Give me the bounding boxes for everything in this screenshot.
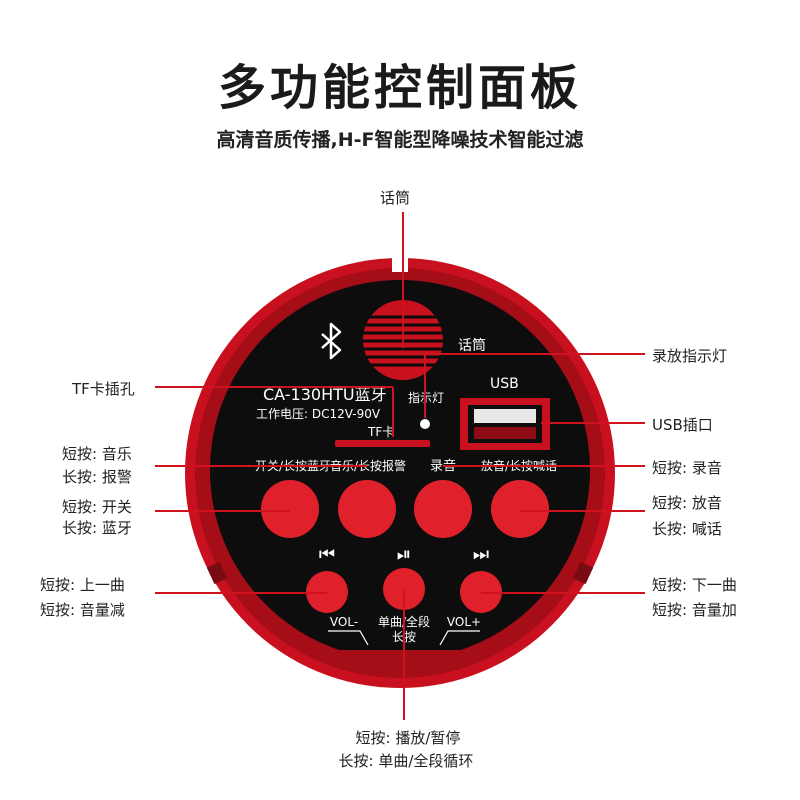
previous-icon: ⏮	[319, 544, 335, 565]
bracket-lines	[328, 630, 480, 646]
callout-play-short: 短按: 放音	[652, 494, 722, 512]
bluetooth-icon	[321, 322, 342, 360]
rim-notch-right	[572, 561, 594, 585]
rim-notch-top	[392, 258, 408, 272]
callout-record-indicator: 录放指示灯	[652, 347, 728, 365]
playback-talk-button[interactable]	[491, 480, 549, 538]
callout-record-short: 短按: 录音	[652, 459, 722, 477]
vol-plus-label: VOL+	[447, 615, 481, 629]
callout-usb-port: USB插口	[652, 416, 713, 434]
next-icon: ⏭	[473, 544, 489, 565]
callout-power-long: 长按: 蓝牙	[62, 519, 132, 537]
callout-tf-slot: TF卡插孔	[72, 380, 135, 398]
record-button[interactable]	[414, 480, 472, 538]
rim-notch-left	[206, 561, 228, 585]
panel-mic-label: 话筒	[458, 337, 486, 354]
indicator-led	[420, 419, 430, 429]
callout-playpause-long: 长按: 单曲/全段循环	[338, 752, 474, 770]
page-subtitle: 高清音质传播,H-F智能型降噪技术智能过滤	[216, 129, 584, 151]
music-alarm-button[interactable]	[338, 480, 396, 538]
callout-music-long: 长按: 报警	[62, 468, 132, 486]
power-bluetooth-button[interactable]	[261, 480, 319, 538]
callout-music-short: 短按: 音乐	[62, 445, 132, 463]
callout-lines	[155, 212, 645, 720]
panel-indicator-label: 指示灯	[408, 390, 444, 405]
callout-next-long: 短按: 音量加	[652, 601, 737, 619]
panel-tf-label: TF卡	[367, 425, 394, 439]
tf-card-slot[interactable]	[335, 440, 430, 447]
callout-next-short: 短按: 下一曲	[652, 576, 737, 594]
panel-model: CA-130HTU蓝牙	[263, 385, 387, 404]
play-pause-icon: ⏯	[397, 544, 411, 565]
panel-usb-label: USB	[490, 376, 519, 392]
page-title: 多功能控制面板	[217, 60, 582, 116]
panel-face	[210, 280, 590, 650]
usb-port[interactable]	[460, 398, 550, 450]
callout-prev-short: 短按: 上一曲	[40, 576, 125, 594]
music-button-label: 音乐/长按报警	[330, 458, 406, 473]
vol-minus-label: VOL-	[330, 615, 358, 629]
callout-power-short: 短按: 开关	[62, 498, 132, 516]
callout-play-long: 长按: 喊话	[652, 520, 722, 538]
callout-prev-long: 短按: 音量减	[40, 601, 125, 619]
panel-voltage: 工作电压: DC12V-90V	[256, 407, 381, 421]
callout-playpause-short: 短按: 播放/暂停	[355, 729, 461, 747]
callout-mic: 话筒	[380, 189, 411, 207]
